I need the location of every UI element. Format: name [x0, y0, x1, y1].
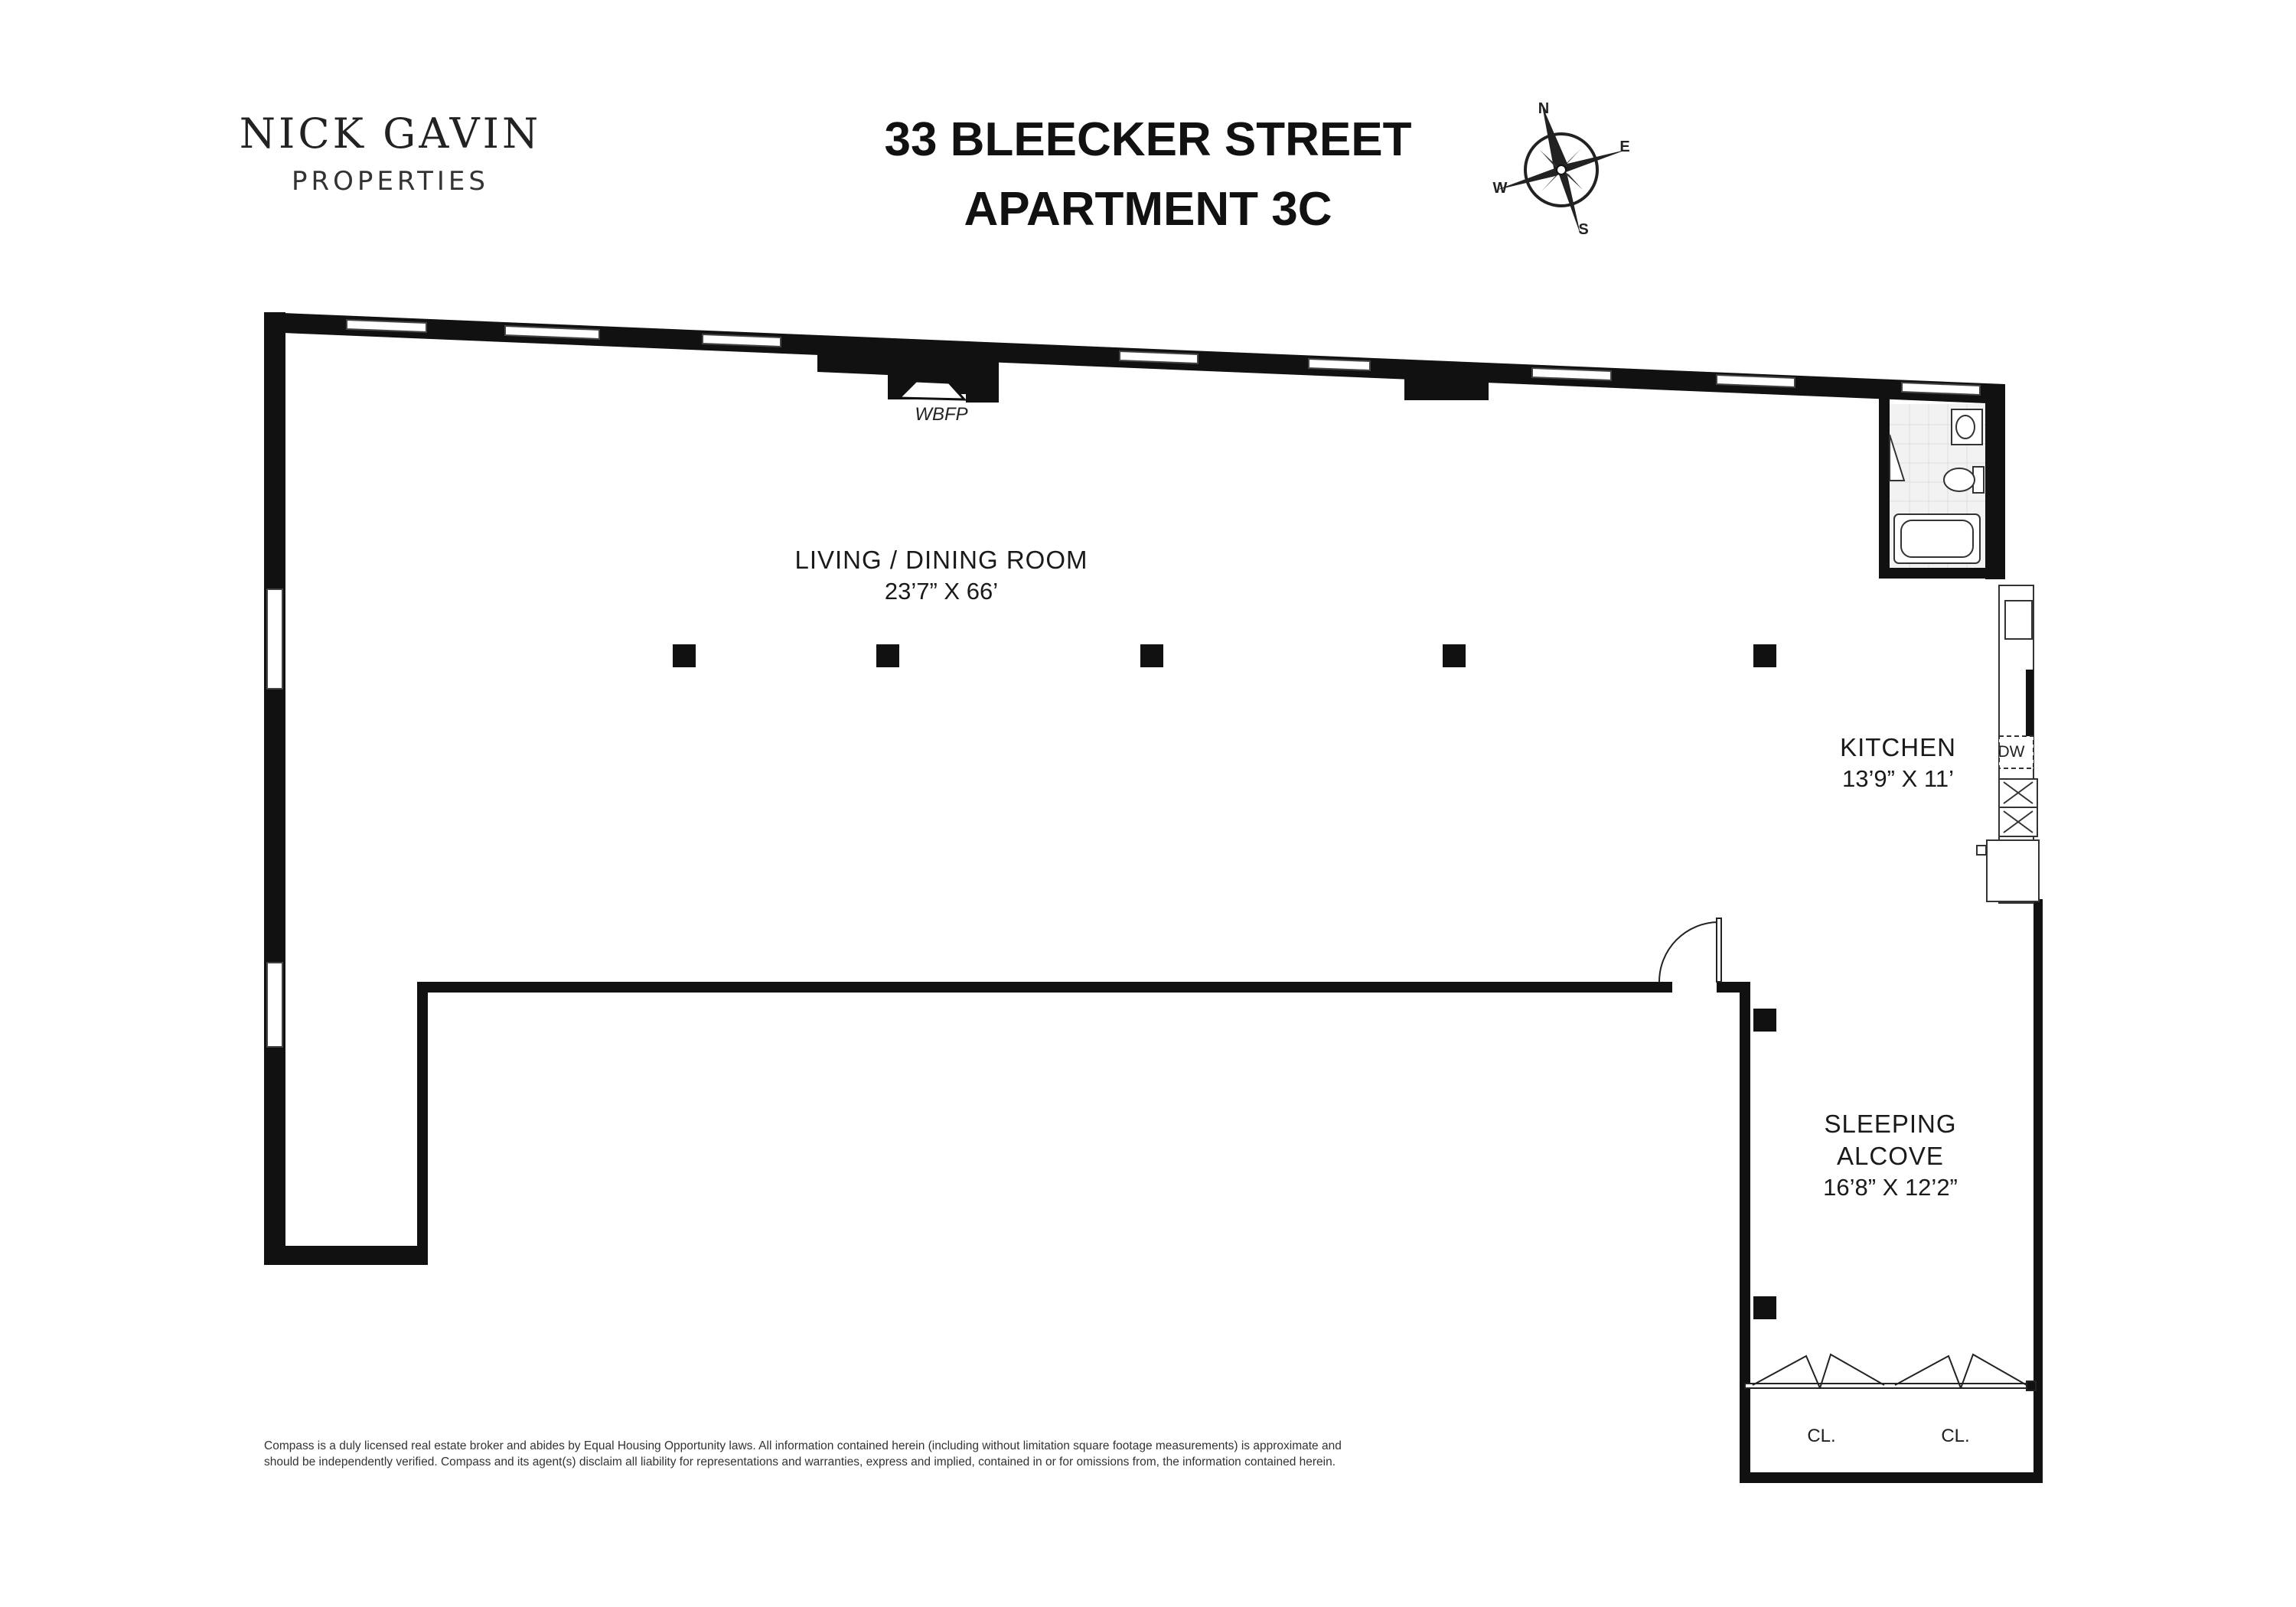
living-room-dims: 23’7” X 66’ [884, 578, 999, 605]
closet-doors-icon [1744, 1353, 2037, 1391]
compass-west-label: W [1492, 180, 1508, 197]
compass-rose-icon [1497, 106, 1626, 234]
address-title: 33 BLEECKER STREET [884, 113, 1412, 166]
disclaimer-line-1: Compass is a duly licensed real estate b… [264, 1439, 1342, 1452]
disclaimer-line-2: should be independently verified. Compas… [264, 1455, 1336, 1468]
sleeping-alcove-label-1: SLEEPING [1824, 1110, 1957, 1138]
compass-north-label: N [1538, 100, 1550, 117]
disclaimer: Compass is a duly licensed real estate b… [264, 1439, 1580, 1471]
sleeping-alcove-label-2: ALCOVE [1837, 1142, 1944, 1170]
fireplace-icon [817, 341, 1489, 403]
compass-east-label: E [1619, 139, 1630, 155]
columns [673, 644, 1776, 1319]
refrigerator-icon [1986, 839, 2040, 902]
stove-icon [1998, 778, 2038, 837]
alcove-door-icon [1658, 918, 1722, 983]
brand-name: NICK GAVIN [239, 109, 542, 158]
closet-label-1: CL. [1807, 1426, 1836, 1446]
fireplace-label: WBFP [915, 404, 968, 425]
kitchen-counter [1976, 585, 2040, 904]
kitchen-sink-icon [2004, 600, 2033, 640]
bathroom-door-icon [1889, 434, 1906, 481]
dishwasher-label: DW [1998, 743, 2025, 761]
brand-subtitle: PROPERTIES [292, 166, 489, 197]
west-windows [266, 588, 283, 1048]
bathroom [1889, 404, 1985, 568]
kitchen-label: KITCHEN [1840, 733, 1956, 761]
closet-label-2: CL. [1941, 1426, 1970, 1446]
compass-south-label: S [1578, 221, 1589, 238]
dishwasher-icon [1998, 735, 2034, 769]
sleeping-alcove-dims: 16’8” X 12’2” [1823, 1174, 1958, 1201]
unit-title: APARTMENT 3C [964, 183, 1332, 236]
kitchen-dims: 13’9” X 11’ [1842, 765, 1954, 792]
north-windows [346, 318, 1981, 396]
living-room-label: LIVING / DINING ROOM [794, 546, 1088, 574]
